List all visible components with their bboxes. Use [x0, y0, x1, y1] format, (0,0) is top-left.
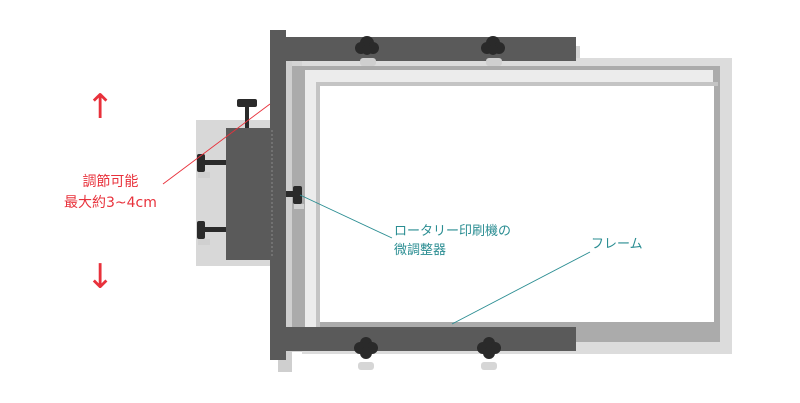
screw-handle-icon: [197, 154, 226, 178]
top-rail: [286, 37, 576, 61]
adjuster-label-line1: ロータリー印刷機の: [394, 224, 512, 239]
knob-shadow: [486, 58, 502, 66]
arrow-up-icon: ↑: [86, 87, 115, 127]
adjust-label: 調節可能 最大約3~4cm: [64, 172, 157, 214]
knob-shadow: [481, 362, 497, 370]
adjuster-label-line2: 微調整器: [394, 243, 447, 258]
adjuster-label: ロータリー印刷機の 微調整器: [394, 222, 511, 260]
knob-icon: [354, 337, 378, 359]
vertical-bar: [270, 30, 286, 360]
arrow-down-icon: ↓: [86, 257, 115, 297]
adjust-label-line2: 最大約3~4cm: [64, 195, 157, 211]
knob-shadow: [360, 58, 376, 66]
knob-shadow: [358, 362, 374, 370]
frame-label-text: フレーム: [591, 237, 643, 252]
knob-icon: [477, 337, 501, 359]
frame-callout-line: [451, 251, 591, 325]
frame: [292, 58, 732, 354]
clamp-icon: [286, 186, 304, 209]
adjust-label-line1: 調節可能: [82, 174, 139, 190]
knob-icon: [481, 36, 505, 55]
knob-icon: [355, 36, 379, 55]
bottom-rail: [286, 327, 576, 351]
adjuster-callout-line: [299, 194, 393, 239]
adjuster-block: [226, 128, 272, 260]
screw-handle-icon: [197, 221, 226, 245]
frame-label: フレーム: [591, 235, 643, 254]
adjust-callout-line: [162, 103, 271, 185]
t-handle-icon: [237, 99, 257, 128]
